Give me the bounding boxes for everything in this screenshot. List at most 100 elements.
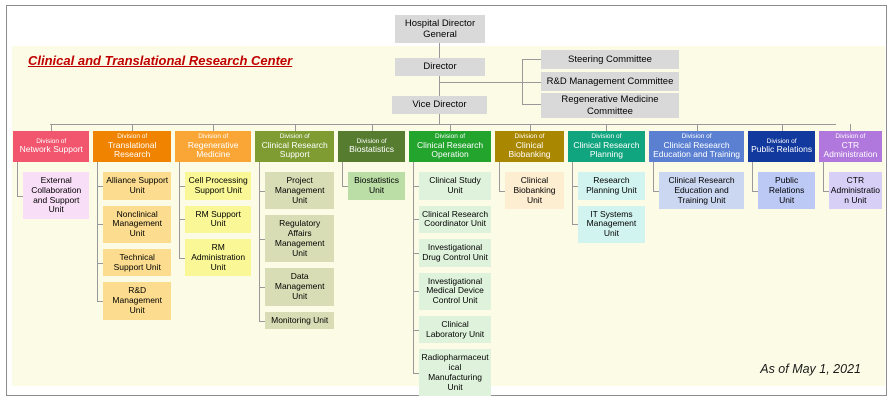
unit-box: IT Systems Management Unit	[572, 205, 645, 243]
unit-connector	[652, 162, 654, 191]
unit-box: R&D Management Unit	[97, 282, 171, 320]
division-of-label: Division of	[835, 133, 866, 141]
unit-connector	[498, 162, 500, 191]
unit-box: Research Planning Unit	[572, 172, 645, 200]
connector-hdg-director	[439, 43, 440, 58]
division-of-label: Division of	[36, 138, 67, 146]
division-header: Division of Network Support	[13, 131, 90, 162]
unit-box: Clinical Laboratory Unit	[413, 315, 491, 344]
node-director: Director	[395, 58, 485, 76]
division-header: Division of Clinical Biobanking	[494, 131, 565, 162]
connector-vicedirector-trunk	[439, 114, 440, 124]
division-header: Division of Clinical Research Operation	[409, 131, 491, 162]
unit-box: Radiopharmaceutical Manufacturing Unit	[413, 349, 491, 397]
unit-box: RM Administration Unit	[178, 239, 252, 277]
division-name: Clinical Research Education and Training	[653, 139, 741, 160]
unit-box: Investigational Medical Device Control U…	[413, 272, 491, 310]
division-name: Clinical Research Planning	[573, 139, 640, 160]
page-title: Clinical and Translational Research Cent…	[28, 53, 293, 68]
units-list: Research Planning Unit IT Systems Manage…	[568, 162, 645, 243]
division-name: Network Support	[19, 144, 83, 155]
as-of-date: As of May 1, 2021	[760, 362, 861, 376]
division-column-clinical-research-operation: Division of Clinical Research Operation …	[409, 123, 491, 397]
unit-box: External Collaboration and Support Unit	[16, 172, 90, 220]
connector-division-row	[50, 124, 836, 125]
units-list: Public Relations Unit	[748, 162, 815, 210]
unit-box: Investigational Drug Control Unit	[413, 239, 491, 267]
connector-committee-2	[522, 82, 541, 83]
units-list: Clinical Biobanking Unit	[495, 162, 565, 210]
unit-box: Clinical Research Coordinator Unit	[413, 205, 491, 234]
division-of-label: Division of	[681, 133, 712, 141]
unit-connector	[822, 162, 824, 191]
unit-connector	[97, 162, 99, 301]
division-header: Division of Biostatistics	[337, 131, 406, 162]
division-column-regenerative-medicine: Division of Regenerative Medicine Cell P…	[174, 123, 252, 277]
unit-box: Clinical Biobanking Unit	[498, 172, 565, 210]
division-name: Translational Research	[108, 139, 157, 160]
unit-connector	[17, 162, 18, 196]
units-list: Biostatistics Unit	[338, 162, 406, 200]
division-of-label: Division of	[766, 138, 797, 146]
unit-box: Clinical Study Unit	[413, 172, 491, 200]
division-name: Biostatistics	[349, 144, 395, 155]
division-column-ctr-administration: Division of CTR Administration CTR Admin…	[818, 123, 882, 210]
unit-box: Cell Processing Support Unit	[178, 172, 252, 200]
unit-connector	[752, 162, 754, 191]
node-regenerative-medicine-committee: Regenerative Medicine Committee	[541, 93, 679, 118]
division-of-label: Division of	[514, 133, 545, 141]
division-of-label: Division of	[198, 133, 229, 141]
division-header: Division of CTR Administration	[818, 131, 882, 162]
unit-box: Clinical Research Education and Training…	[652, 172, 745, 210]
division-header: Division of Public Relations	[748, 131, 815, 162]
unit-connector	[178, 162, 180, 258]
connector-director-vicedirector	[439, 76, 440, 96]
unit-connector	[341, 162, 343, 186]
division-name: CTR Administration	[823, 139, 878, 160]
units-list: Project Management Unit Regulatory Affai…	[255, 162, 334, 330]
division-of-label: Division of	[591, 133, 622, 141]
division-header: Division of Clinical Research Education …	[648, 131, 745, 162]
unit-box: Public Relations Unit	[752, 172, 815, 210]
connector-director-committees	[440, 82, 522, 83]
division-of-label: Division of	[356, 138, 387, 146]
division-column-clinical-research-education-and-training: Division of Clinical Research Education …	[648, 123, 745, 210]
division-name: Public Relations	[751, 144, 813, 155]
unit-box: CTR Administration Unit	[822, 172, 882, 210]
division-name: Clinical Biobanking	[508, 139, 551, 160]
units-list: External Collaboration and Support Unit	[13, 162, 90, 220]
units-list: Clinical Research Education and Training…	[649, 162, 745, 210]
unit-box: Regulatory Affairs Management Unit	[259, 215, 334, 263]
division-column-network-support: Division of Network Support External Col…	[13, 123, 90, 220]
division-name: Clinical Research Support	[261, 139, 328, 160]
unit-box: Technical Support Unit	[97, 248, 171, 277]
unit-connector	[259, 162, 261, 321]
unit-box: Data Management Unit	[259, 268, 334, 306]
units-list: Cell Processing Support Unit RM Support …	[175, 162, 252, 277]
division-header: Division of Translational Research	[93, 131, 171, 162]
units-list: Clinical Study Unit Clinical Research Co…	[409, 162, 491, 397]
node-steering-committee: Steering Committee	[541, 50, 679, 69]
division-of-label: Division of	[279, 133, 310, 141]
unit-box: Monitoring Unit	[259, 311, 334, 330]
connector-committee-1	[522, 59, 541, 60]
unit-connector	[572, 162, 574, 225]
units-list: Alliance Support Unit Nonclinical Manage…	[93, 162, 171, 320]
node-hospital-director-general: Hospital Director General	[395, 15, 485, 43]
division-column-clinical-research-planning: Division of Clinical Research Planning R…	[568, 124, 645, 243]
division-column-clinical-research-support: Division of Clinical Research Support Pr…	[255, 123, 334, 330]
unit-box: Alliance Support Unit	[97, 172, 171, 200]
division-name: Regenerative Medicine	[187, 139, 239, 160]
units-list: CTR Administration Unit	[819, 162, 882, 210]
unit-box: Biostatistics Unit	[341, 172, 406, 200]
connector-committee-3	[522, 104, 541, 105]
unit-connector	[413, 162, 415, 373]
division-of-label: Division of	[435, 133, 466, 141]
division-column-clinical-biobanking: Division of Clinical Biobanking Clinical…	[494, 123, 565, 210]
division-of-label: Division of	[117, 133, 148, 141]
division-column-public-relations: Division of Public Relations Public Rela…	[748, 123, 815, 210]
unit-box: RM Support Unit	[178, 205, 252, 234]
division-column-biostatistics: Division of Biostatistics Biostatistics …	[337, 124, 406, 200]
division-header: Division of Regenerative Medicine	[174, 131, 252, 162]
division-header: Division of Clinical Research Support	[255, 131, 334, 162]
